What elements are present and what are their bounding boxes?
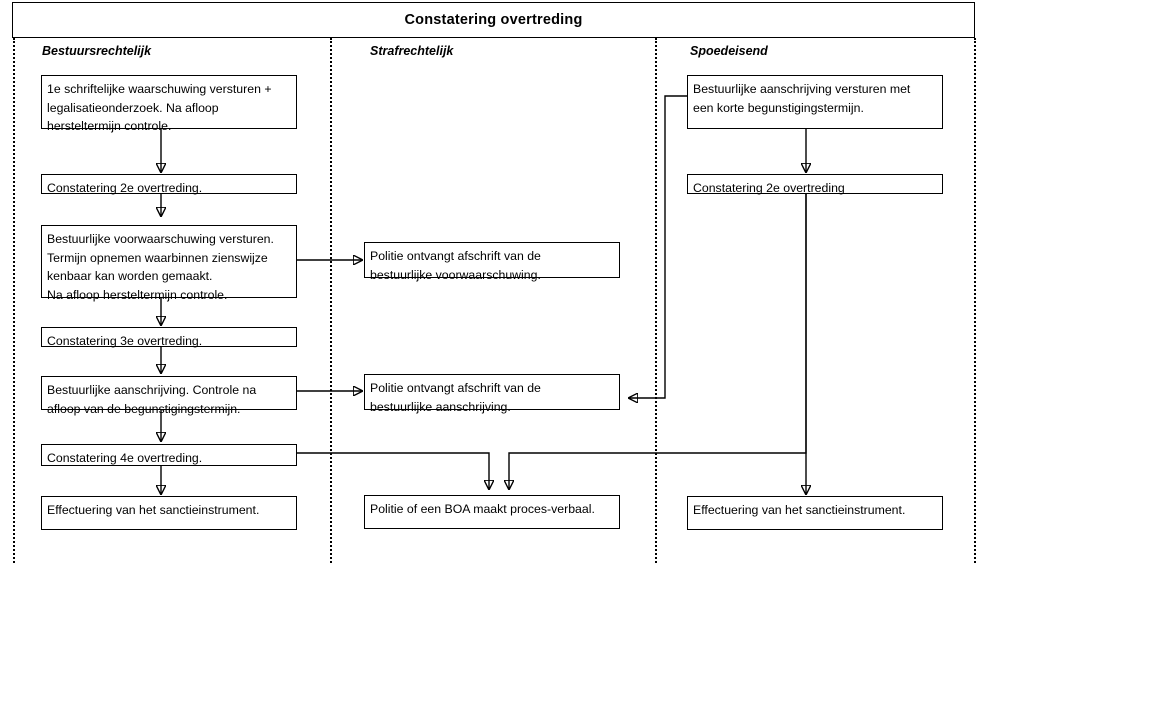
lane-label-strafrechtelijk: Strafrechtelijk [370,44,454,58]
lane-label-spoedeisend: Spoedeisend [690,44,768,58]
edge-p1-s2 [629,95,687,398]
node-politie-boa-proces-verbaal[interactable]: Politie of een BOA maakt proces-verbaal. [364,495,620,529]
lane-separator-2 [655,38,657,563]
page-title: Constatering overtreding [404,12,583,28]
node-bestuurlijke-aanschrijving-controle[interactable]: Bestuurlijke aanschrijving. Controle na … [41,376,297,416]
edge-p2-s3 [509,194,807,489]
node-bestuurlijke-aanschrijving-spoed[interactable]: Bestuurlijke aanschrijving versturen met… [687,75,943,129]
node-constatering-3e-overtreding[interactable]: Constatering 3e overtreding. [41,327,297,348]
lane-separator-right [974,38,976,563]
node-effectuering-sanctieinstrument-bestuur[interactable]: Effectuering van het sanctieinstrument. [41,496,297,530]
edge-b6-s3 [297,452,489,489]
lane-separator-1 [330,38,332,563]
node-politie-afschrift-aanschrijving[interactable]: Politie ontvangt afschrift van de bestuu… [364,374,620,414]
node-constatering-2e-overtreding-bestuur[interactable]: Constatering 2e overtreding. [41,174,297,195]
lane-label-bestuursrechtelijk: Bestuursrechtelijk [42,44,152,58]
node-1e-schriftelijke-waarschuwing[interactable]: 1e schriftelijke waarschuwing versturen … [41,75,297,133]
node-politie-afschrift-voorwaarschuwing[interactable]: Politie ontvangt afschrift van de bestuu… [364,242,620,282]
node-constatering-2e-overtreding-spoed[interactable]: Constatering 2e overtreding [687,174,943,195]
diagram-frame [12,2,975,38]
node-constatering-4e-overtreding[interactable]: Constatering 4e overtreding. [41,444,297,466]
node-effectuering-sanctieinstrument-spoed[interactable]: Effectuering van het sanctieinstrument. [687,496,943,530]
node-bestuurlijke-voorwaarschuwing[interactable]: Bestuurlijke voorwaarschuwing versturen.… [41,225,297,302]
lane-separator-left [13,38,15,563]
lane-header-divider [12,37,975,38]
